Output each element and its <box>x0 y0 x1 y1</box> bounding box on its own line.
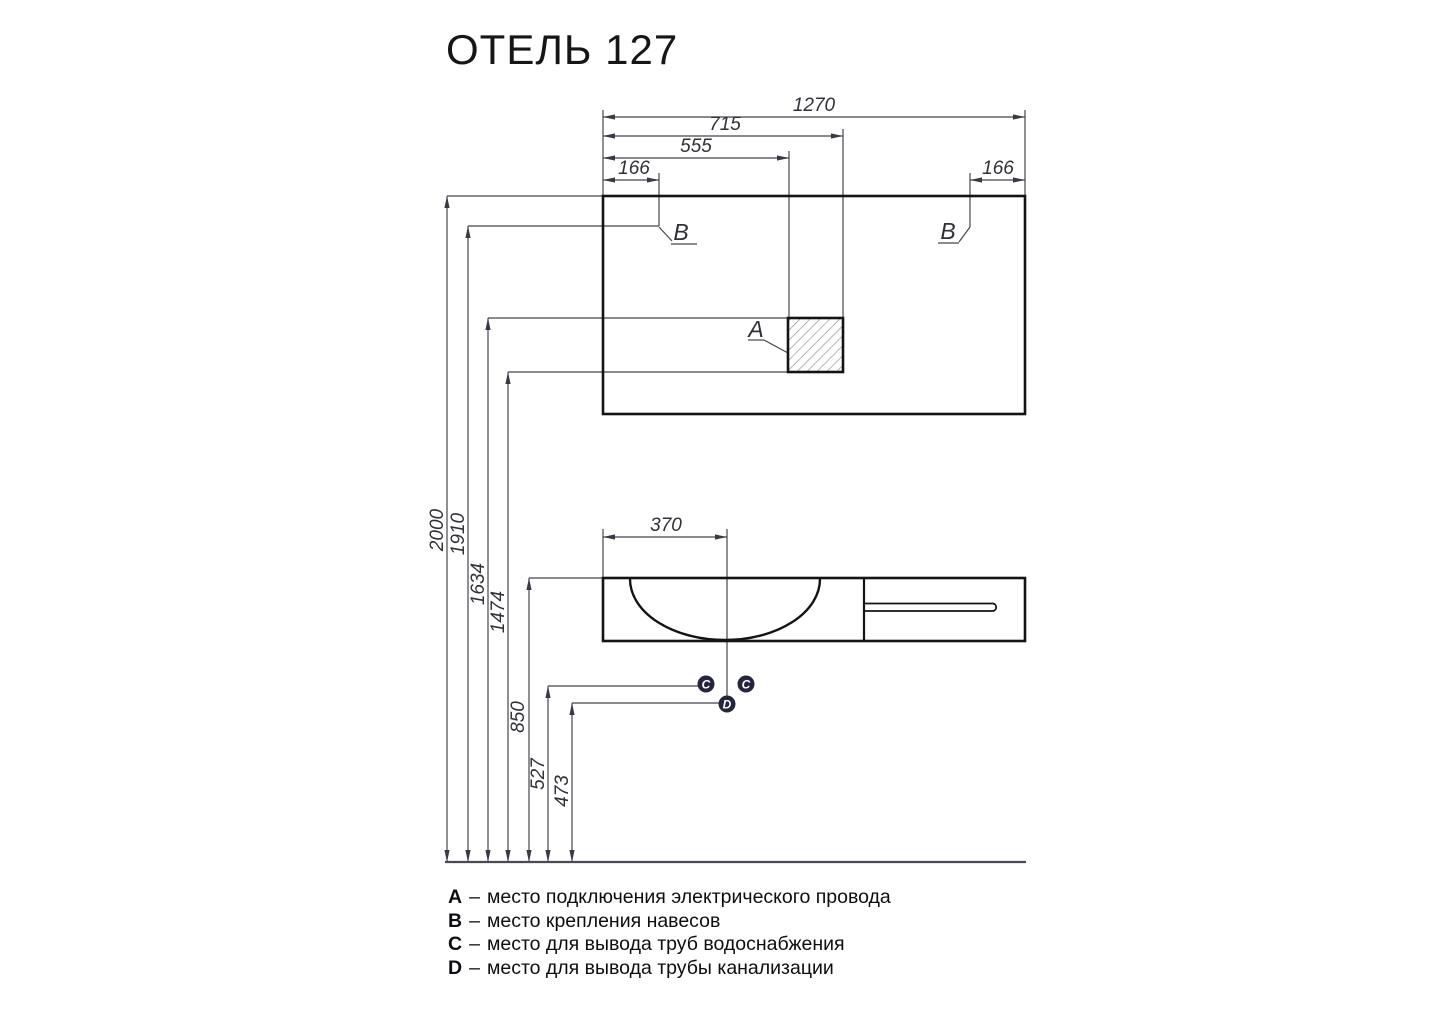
legend-letter-a: A <box>448 886 463 908</box>
dim-label-1270: 1270 <box>793 95 836 116</box>
leader-a <box>763 339 789 354</box>
callout-b-right: B <box>940 218 955 244</box>
leader-b-left <box>658 226 673 242</box>
dim-label-527: 527 <box>528 757 549 790</box>
circle-c-right-label: C <box>742 678 751 692</box>
dim-label-166-left: 166 <box>618 158 650 179</box>
legend-item-c: C–место для вывода труб водоснабжения <box>448 933 891 957</box>
legend-desc-d: место для вывода трубы канализации <box>486 957 834 980</box>
extension-lines <box>447 110 1026 704</box>
dim-label-370: 370 <box>650 515 682 536</box>
mirror-panel <box>601 194 1027 416</box>
legend-dash: – <box>469 909 480 932</box>
circle-d-label: D <box>723 698 732 712</box>
dim-label-555: 555 <box>680 136 712 157</box>
electric-outlet-hatch <box>786 316 845 374</box>
callout-b-left: B <box>673 219 688 245</box>
circle-c-left <box>697 675 715 693</box>
towel-rail <box>865 602 998 612</box>
dim-label-715: 715 <box>709 114 741 135</box>
dim-label-2000: 2000 <box>427 508 448 552</box>
circle-d <box>718 695 736 713</box>
leader-b-right <box>958 226 971 243</box>
circle-c-left-label: C <box>702 678 711 692</box>
legend-dash: – <box>469 957 480 980</box>
legend-desc-b: место крепления навесов <box>486 909 721 932</box>
legend-desc-a: место подключения электрического провода <box>486 886 891 908</box>
dim-label-1474: 1474 <box>488 591 509 633</box>
dim-label-166-right: 166 <box>982 158 1014 179</box>
legend-item-b: B–место крепления навесов <box>448 910 891 934</box>
dim-label-473: 473 <box>552 775 573 807</box>
circle-c-right <box>737 675 755 693</box>
dim-label-1634: 1634 <box>468 563 489 605</box>
legend-letter-c: C <box>448 933 463 956</box>
legend-dash: – <box>469 886 480 908</box>
dim-label-1910: 1910 <box>448 512 469 555</box>
dim-label-850: 850 <box>508 701 529 733</box>
legend-letter-b: B <box>448 909 463 932</box>
legend-item-a: A–место подключения электрического прово… <box>448 886 891 910</box>
sink-cabinet <box>601 576 1027 643</box>
callout-a: A <box>746 316 763 342</box>
legend-desc-c: место для вывода труб водоснабжения <box>486 933 845 956</box>
legend: A–место подключения электрического прово… <box>448 886 891 981</box>
page-title: ОТЕЛЬ 127 <box>446 26 679 73</box>
legend-item-d: D–место для вывода трубы канализации <box>448 957 891 981</box>
dimension-lines <box>444 114 1025 862</box>
pipe-outlet-markers: C C D <box>697 675 755 713</box>
basin-outline <box>628 578 822 642</box>
legend-letter-d: D <box>448 957 463 980</box>
legend-dash: – <box>469 933 480 956</box>
